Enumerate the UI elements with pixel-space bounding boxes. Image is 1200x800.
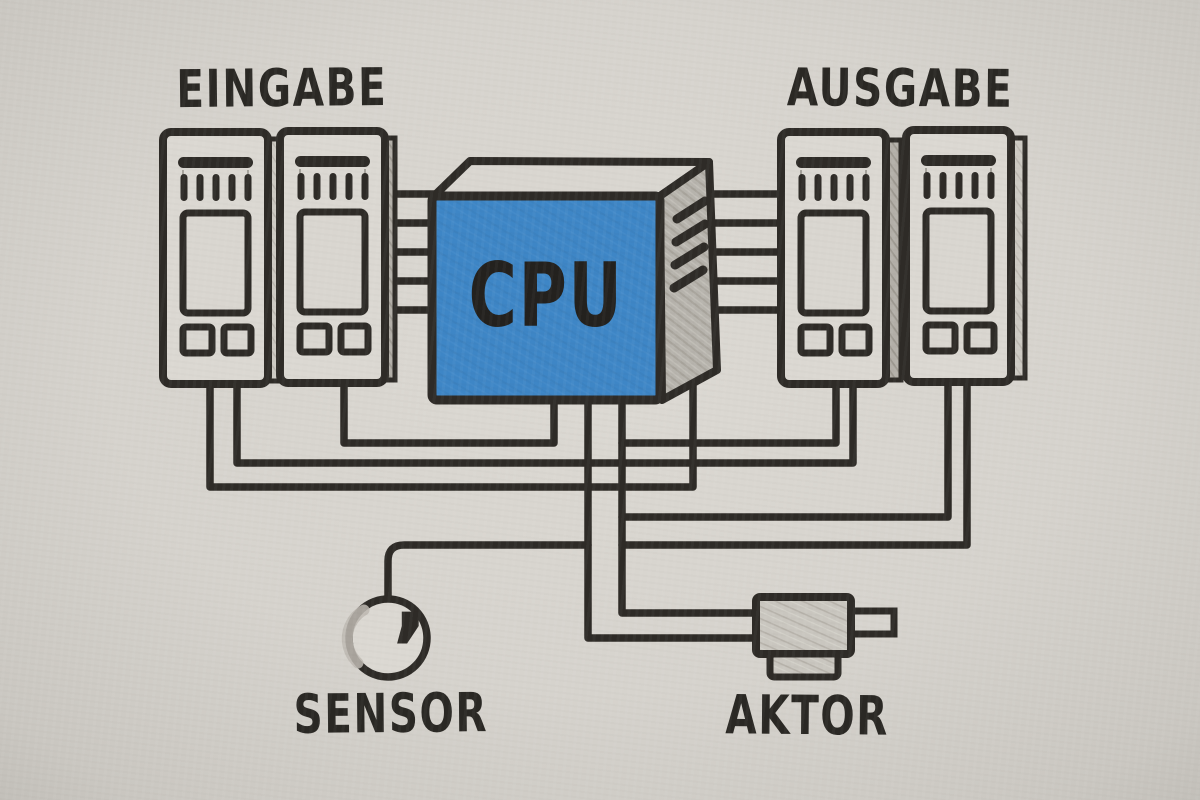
- sensor-node: ,: [341, 541, 431, 681]
- sensor-label: SENSOR: [293, 683, 488, 747]
- output-group-label: AUSGABE: [787, 57, 1014, 119]
- wire-sensor-to-cpu: [384, 541, 592, 604]
- sensor-shading: [341, 604, 370, 669]
- cpu-label: CPU: [469, 246, 624, 348]
- cpu-front-texture: [437, 201, 655, 395]
- cpu-vent-slashes: [669, 196, 710, 293]
- wire-cpu-to-output1a: [618, 378, 840, 447]
- bus-wiring: [206, 190, 971, 642]
- wire-cpu-to-aktor-outer: [584, 396, 762, 642]
- wire-input1b-to-output1b: [233, 379, 857, 467]
- cpu-left-stubs: [390, 190, 438, 314]
- wire-cpu-to-aktor-inner: [618, 396, 762, 617]
- wire-cpu-to-output2b: [618, 377, 971, 549]
- input-module-1: [163, 132, 268, 384]
- aktor-body: [752, 593, 855, 658]
- input-module-2: [280, 131, 385, 383]
- aktor-node: [752, 593, 898, 681]
- aktor-label: AKTOR: [725, 685, 889, 749]
- wire-input2-to-cpu: [340, 379, 558, 447]
- cpu-block: CPU: [427, 157, 721, 405]
- cpu-right-stubs: [707, 190, 787, 314]
- sensor-mark: ,: [392, 541, 428, 653]
- output-module-1: [781, 132, 886, 384]
- aktor-base: [766, 650, 842, 681]
- output-module-2: [906, 130, 1011, 382]
- aktor-rod: [847, 607, 898, 638]
- wire-input1a-to-cpu-side: [206, 380, 697, 491]
- wire-cpu-to-output2a: [618, 377, 952, 521]
- input-group-label: EINGABE: [176, 57, 388, 119]
